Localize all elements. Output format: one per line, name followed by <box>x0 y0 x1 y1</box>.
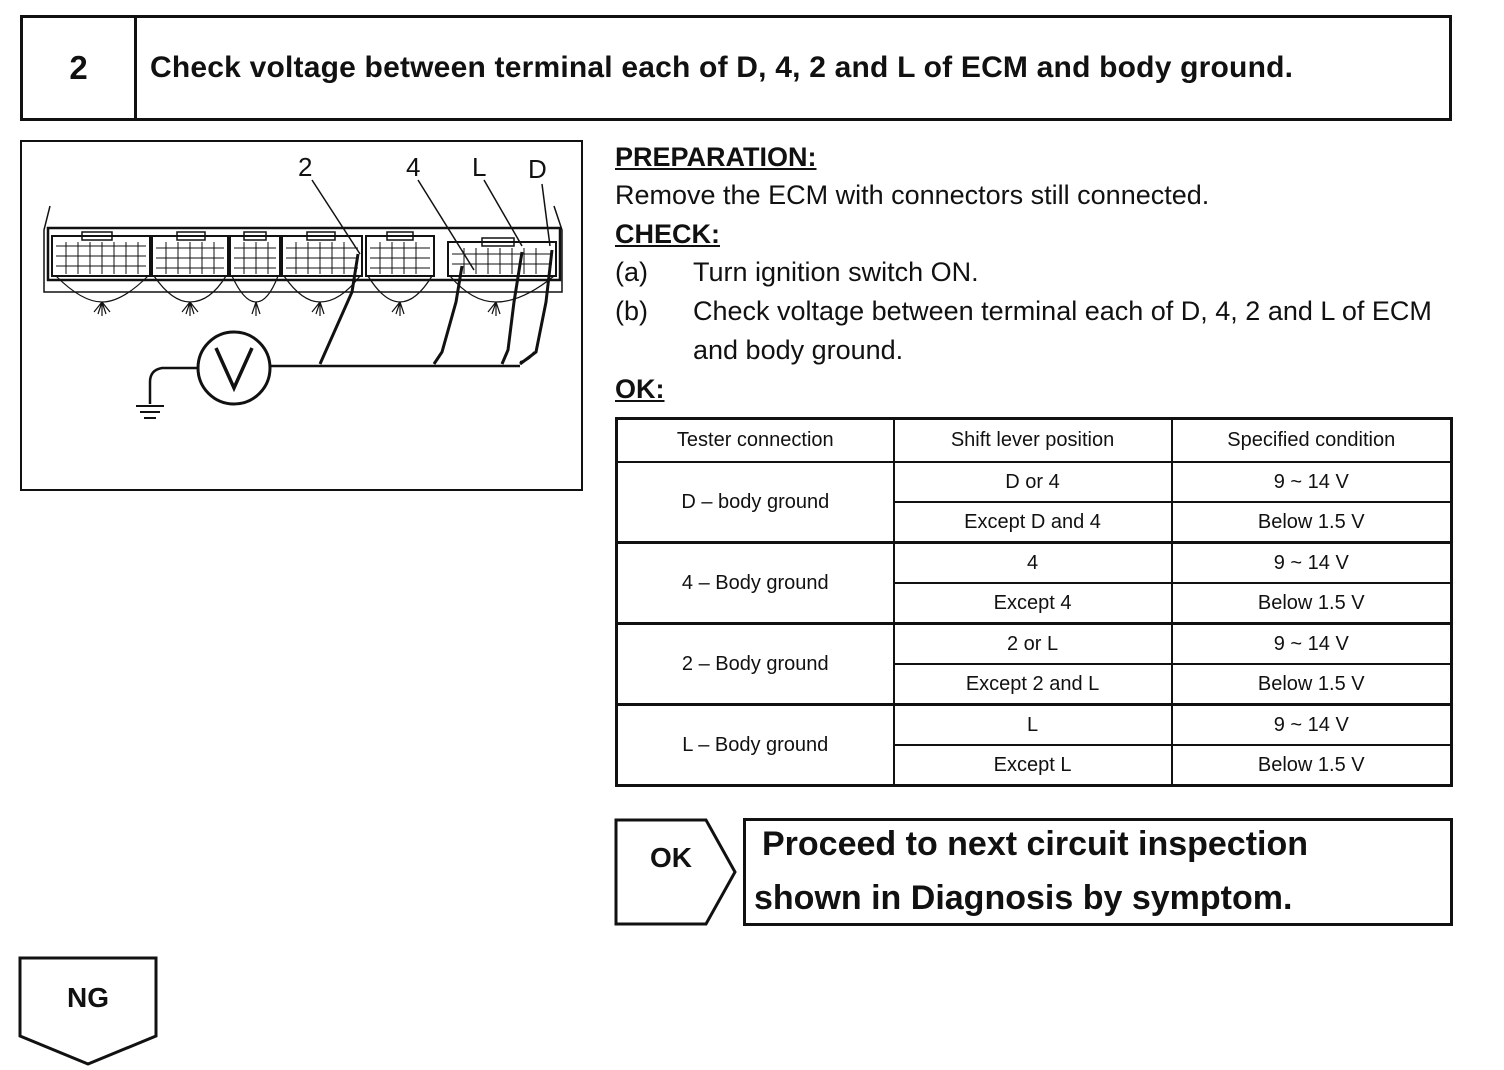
ok-result-box: Proceed to next circuit inspection shown… <box>743 818 1453 926</box>
table-row: Except 2 and L Below 1.5 V <box>617 663 1453 706</box>
table-row: D – body ground D or 4 9 ~ 14 V <box>615 461 1453 544</box>
shift-position-cell: D or 4 <box>892 461 1173 503</box>
condition-cell: Below 1.5 V <box>1170 501 1453 544</box>
table-row: Except 4 Below 1.5 V <box>617 582 1453 625</box>
ok-result-line2: shown in Diagnosis by symptom. <box>754 879 1293 917</box>
step-title: Check voltage between terminal each of D… <box>150 51 1294 84</box>
header-tester-connection: Tester connection <box>615 417 895 463</box>
table-row: L – Body ground L 9 ~ 14 V <box>615 703 1453 787</box>
step-number: 2 <box>23 18 137 118</box>
terminal-label-l: L <box>472 152 487 182</box>
condition-cell: 9 ~ 14 V <box>1170 461 1453 503</box>
ok-heading: OK: <box>615 374 665 404</box>
check-heading: CHECK: <box>615 219 720 249</box>
shift-position-cell: Except 4 <box>892 582 1173 625</box>
shift-position-cell: L <box>892 703 1173 746</box>
table-header-row: Tester connection Shift lever position S… <box>615 417 1453 463</box>
ecm-wiring-figure: 2 4 L D <box>20 140 583 491</box>
ecm-connector-icon <box>43 179 563 419</box>
ok-arrow-icon <box>614 818 737 926</box>
preparation-text: Remove the ECM with connectors still con… <box>615 180 1210 210</box>
instructions: PREPARATION: Remove the ECM with connect… <box>615 138 1465 408</box>
table-row: 2 – Body ground 2 or L 9 ~ 14 V <box>615 622 1453 706</box>
condition-cell: Below 1.5 V <box>1170 663 1453 706</box>
header-specified-condition: Specified condition <box>1170 417 1453 463</box>
terminal-label-2: 2 <box>298 152 313 182</box>
preparation-heading: PREPARATION: <box>615 142 817 172</box>
tester-connection-cell: 2 – Body ground <box>615 622 895 706</box>
terminal-label-d: D <box>528 154 547 184</box>
shift-position-cell: Except L <box>892 744 1173 787</box>
ok-result-line1: Proceed to next circuit inspection <box>762 825 1309 863</box>
tester-connection-cell: L – Body ground <box>615 703 895 787</box>
check-step-a: (a) Turn ignition switch ON. <box>615 253 1465 292</box>
condition-cell: 9 ~ 14 V <box>1170 541 1453 584</box>
ng-label: NG <box>67 982 109 1013</box>
check-step-text: Check voltage between terminal each of D… <box>693 296 1432 365</box>
header-shift-lever-position: Shift lever position <box>892 417 1173 463</box>
ground-symbol-icon <box>136 405 164 419</box>
table-row: Except D and 4 Below 1.5 V <box>617 501 1453 544</box>
condition-cell: 9 ~ 14 V <box>1170 622 1453 665</box>
check-step-b: (b) Check voltage between terminal each … <box>615 292 1465 370</box>
shift-position-cell: Except 2 and L <box>892 663 1173 706</box>
ok-label: OK <box>650 842 692 873</box>
table-row: 4 – Body ground 4 9 ~ 14 V <box>615 541 1453 625</box>
check-step-label: (b) <box>615 296 648 326</box>
condition-cell: 9 ~ 14 V <box>1170 703 1453 746</box>
condition-cell: Below 1.5 V <box>1170 582 1453 625</box>
check-step-label: (a) <box>615 257 648 287</box>
step-header: 2 Check voltage between terminal each of… <box>20 15 1452 121</box>
shift-position-cell: 2 or L <box>892 622 1173 665</box>
ng-arrow-icon <box>18 956 158 1066</box>
table-row: Except L Below 1.5 V <box>617 744 1453 787</box>
shift-position-cell: 4 <box>892 541 1173 584</box>
condition-cell: Below 1.5 V <box>1170 744 1453 787</box>
tester-connection-cell: D – body ground <box>615 461 895 544</box>
shift-position-cell: Except D and 4 <box>892 501 1173 544</box>
terminal-label-4: 4 <box>406 152 421 182</box>
tester-connection-cell: 4 – Body ground <box>615 541 895 625</box>
spec-table: Tester connection Shift lever position S… <box>615 417 1453 787</box>
check-step-text: Turn ignition switch ON. <box>693 257 979 287</box>
voltmeter-icon <box>196 330 272 406</box>
